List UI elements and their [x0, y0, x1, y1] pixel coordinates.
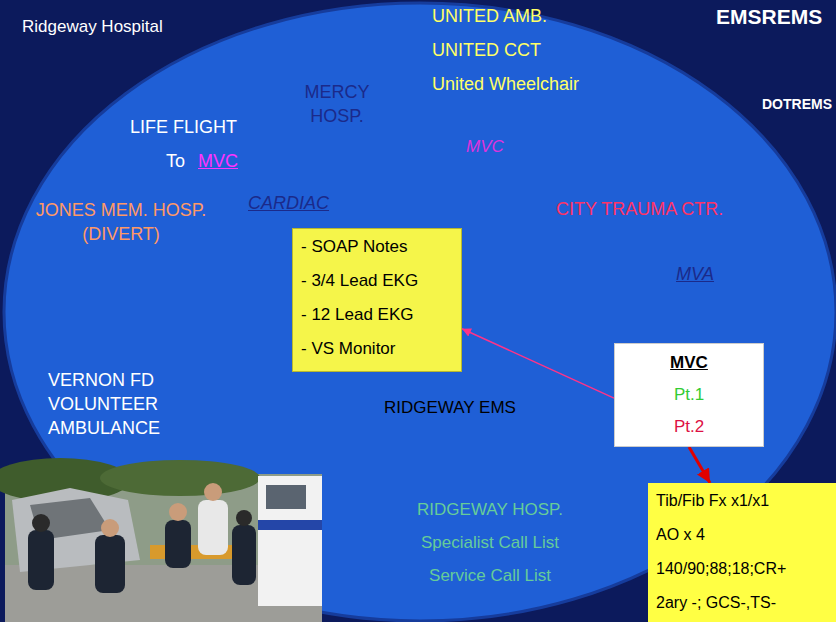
box-heading: MVC	[670, 347, 708, 379]
photo-rescuer	[232, 525, 256, 585]
box-line: - SOAP Notes	[301, 230, 407, 264]
service-name: UNITED AMB.	[432, 6, 547, 28]
photo-trees	[100, 460, 260, 496]
hospital-name: Ridgeway Hospital	[22, 17, 163, 37]
list-name: Specialist Call List	[395, 533, 585, 553]
hospital-name: CITY TRAUMA CTR.	[556, 199, 723, 221]
agency-name: RIDGEWAY EMS	[384, 398, 516, 418]
system-name: DOTREMS	[762, 96, 832, 113]
photo-ambulance-window	[266, 485, 306, 509]
photo-rescuer	[165, 520, 191, 568]
photo-ground	[5, 474, 322, 622]
service-name: UNITED CCT	[432, 40, 541, 62]
incident-tag: MVA	[676, 264, 714, 286]
photo-rescuer	[28, 530, 54, 590]
box-line: - 3/4 Lead EKG	[301, 264, 418, 298]
photo-bystander	[204, 483, 222, 501]
box-line: - VS Monitor	[301, 332, 395, 366]
box-line: - 12 Lead EKG	[301, 298, 413, 332]
service-name: VERNON FD VOLUNTEER AMBULANCE	[48, 368, 188, 440]
vitals-box: Tib/Fib Fx x1/x1AO x 4140/90;88;18;CR+2a…	[648, 483, 836, 622]
photo-ambulance-stripe	[258, 520, 322, 530]
photo-bystander	[198, 500, 228, 555]
category-tag: CARDIAC	[248, 193, 329, 215]
connector-arrow	[689, 447, 710, 483]
box-line: AO x 4	[656, 518, 705, 552]
photo-rescuer	[101, 519, 119, 537]
service-name: LIFE FLIGHT	[130, 117, 237, 139]
hospital-name: RIDGEWAY HOSP.	[395, 500, 585, 520]
incident-tag: MVC	[198, 151, 238, 173]
photo-rescuer	[236, 510, 252, 526]
hospital-name: JONES MEM. HOSP. (DIVERT)	[26, 198, 216, 246]
photo-rescuer	[169, 503, 187, 521]
photo-rescuer	[95, 535, 125, 593]
note-text: To	[166, 151, 185, 173]
connector-arrow	[462, 329, 614, 398]
hospital-name: MERCY HOSP.	[297, 80, 377, 128]
box-line: Pt.1	[674, 379, 704, 411]
box-line: Pt.2	[674, 411, 704, 443]
incident-box: MVCPt.1Pt.2	[614, 343, 764, 447]
list-name: Service Call List	[395, 566, 585, 586]
box-line: 140/90;88;18;CR+	[656, 552, 786, 586]
box-line: Tib/Fib Fx x1/x1	[656, 484, 769, 518]
service-name: United Wheelchair	[432, 74, 579, 96]
photo-rescuer	[32, 514, 50, 532]
checklist-box: - SOAP Notes- 3/4 Lead EKG- 12 Lead EKG-…	[292, 228, 462, 372]
accident-photo	[0, 458, 322, 622]
photo-ambulance	[258, 476, 322, 606]
incident-tag: MVC	[466, 137, 504, 157]
system-name: EMSREMS	[716, 4, 822, 29]
box-line: 2ary -; GCS-,TS-	[656, 586, 776, 620]
